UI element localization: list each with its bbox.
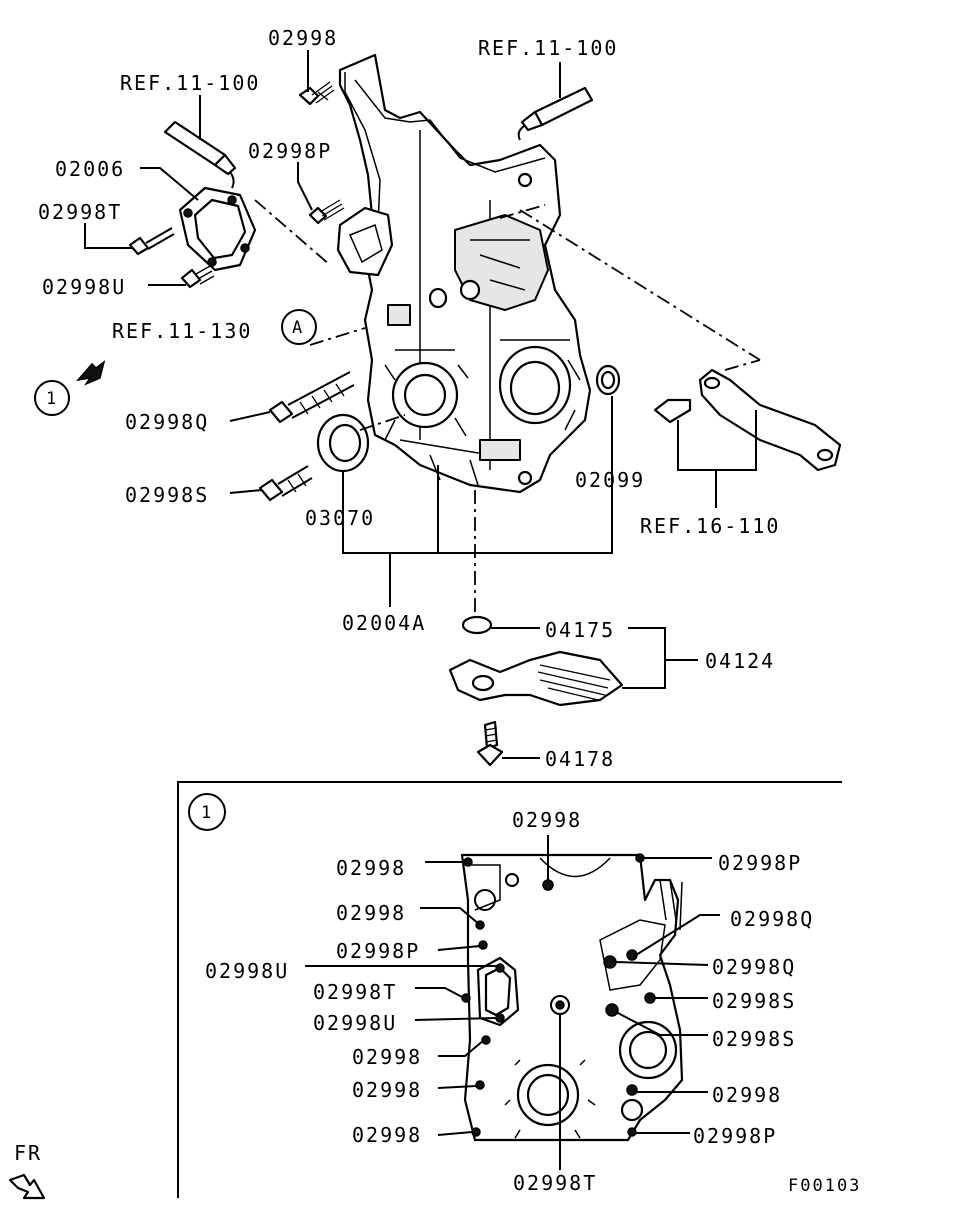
front-arrow-icon <box>8 1173 46 1200</box>
label-case-assy: 02004A <box>342 611 426 635</box>
bolt-02998U <box>180 265 215 289</box>
label-bolt-u: 02998U <box>42 275 126 299</box>
detail-marker: 1 <box>201 803 213 823</box>
bolt-02998T <box>128 227 175 256</box>
view-arrow <box>34 360 106 416</box>
label-callout-a: A <box>292 318 304 338</box>
detail-label-r6: 02998 <box>712 1083 782 1107</box>
detail-label-r4: 02998S <box>712 989 796 1013</box>
detail-view-frame: 1 <box>177 781 842 1198</box>
label-bolt-s: 02998S <box>125 483 209 507</box>
detail-label-l3: 02998P <box>336 939 420 963</box>
front-direction-marker: FR <box>8 1141 46 1200</box>
leader-lines <box>84 50 761 759</box>
detail-bolt-points <box>461 853 656 1137</box>
detail-label-l1: 02998 <box>336 856 406 880</box>
front-label: FR <box>14 1141 42 1165</box>
sealant-tube-right <box>517 86 594 141</box>
detail-label-top-center: 02998 <box>512 808 582 832</box>
label-cover-plate: 02006 <box>55 157 125 181</box>
bolt-02998S <box>258 465 313 502</box>
label-strainer-bolt: 04178 <box>545 747 615 771</box>
label-ref-left: REF.11-100 <box>120 71 260 95</box>
detail-label-r5: 02998S <box>712 1027 796 1051</box>
figure-code: F00103 <box>788 1176 861 1196</box>
label-bolt-p: 02998P <box>248 139 332 163</box>
label-bolt-top: 02998 <box>268 26 338 50</box>
oil-seal-03070 <box>316 413 370 473</box>
detail-label-r7: 02998P <box>693 1124 777 1148</box>
label-strainer: 04124 <box>705 649 775 673</box>
label-view-marker: 1 <box>46 389 58 409</box>
detail-label-l5: 02998T <box>313 980 397 1004</box>
bolt-04178 <box>476 720 504 767</box>
detail-labels: 02998 02998 02998 02998P 02998U 02998T 0… <box>205 808 814 1195</box>
label-ref-right: REF.11-100 <box>478 36 618 60</box>
label-oil-seal: 03070 <box>305 506 375 530</box>
bolt-02998-top <box>298 81 335 106</box>
label-ref-130: REF.11-130 <box>112 319 252 343</box>
detail-label-r3: 02998Q <box>712 955 796 979</box>
detail-label-l7: 02998 <box>352 1045 422 1069</box>
detail-label-l4: 02998U <box>205 959 289 983</box>
detail-leader-lines <box>305 835 720 1170</box>
gasket-04175 <box>461 615 493 635</box>
bolt-02998Q <box>268 371 355 424</box>
label-o-ring: 02099 <box>575 468 645 492</box>
bracket-ref-16-110 <box>653 368 842 472</box>
detail-label-l8: 02998 <box>352 1078 422 1102</box>
detail-case-illustration <box>460 853 684 1142</box>
cover-plate-02006 <box>178 186 257 272</box>
label-ref-16: REF.16-110 <box>640 514 780 538</box>
o-ring-02099 <box>595 364 621 396</box>
detail-label-r1: 02998P <box>718 851 802 875</box>
timing-case-illustration <box>336 53 592 494</box>
main-labels: 02998 REF.11-100 REF.11-100 02998P 02006… <box>38 26 780 771</box>
label-bolt-t: 02998T <box>38 200 122 224</box>
detail-label-l6: 02998U <box>313 1011 397 1035</box>
oil-strainer-04124 <box>448 650 624 707</box>
detail-label-r2: 02998Q <box>730 907 814 931</box>
bolt-02998P <box>308 199 345 225</box>
label-bolt-q: 02998Q <box>125 410 209 434</box>
detail-label-bottom-center: 02998T <box>513 1171 597 1195</box>
detail-label-l2: 02998 <box>336 901 406 925</box>
detail-label-l9: 02998 <box>352 1123 422 1147</box>
sealant-tube-left <box>163 120 237 189</box>
label-gasket: 04175 <box>545 618 615 642</box>
